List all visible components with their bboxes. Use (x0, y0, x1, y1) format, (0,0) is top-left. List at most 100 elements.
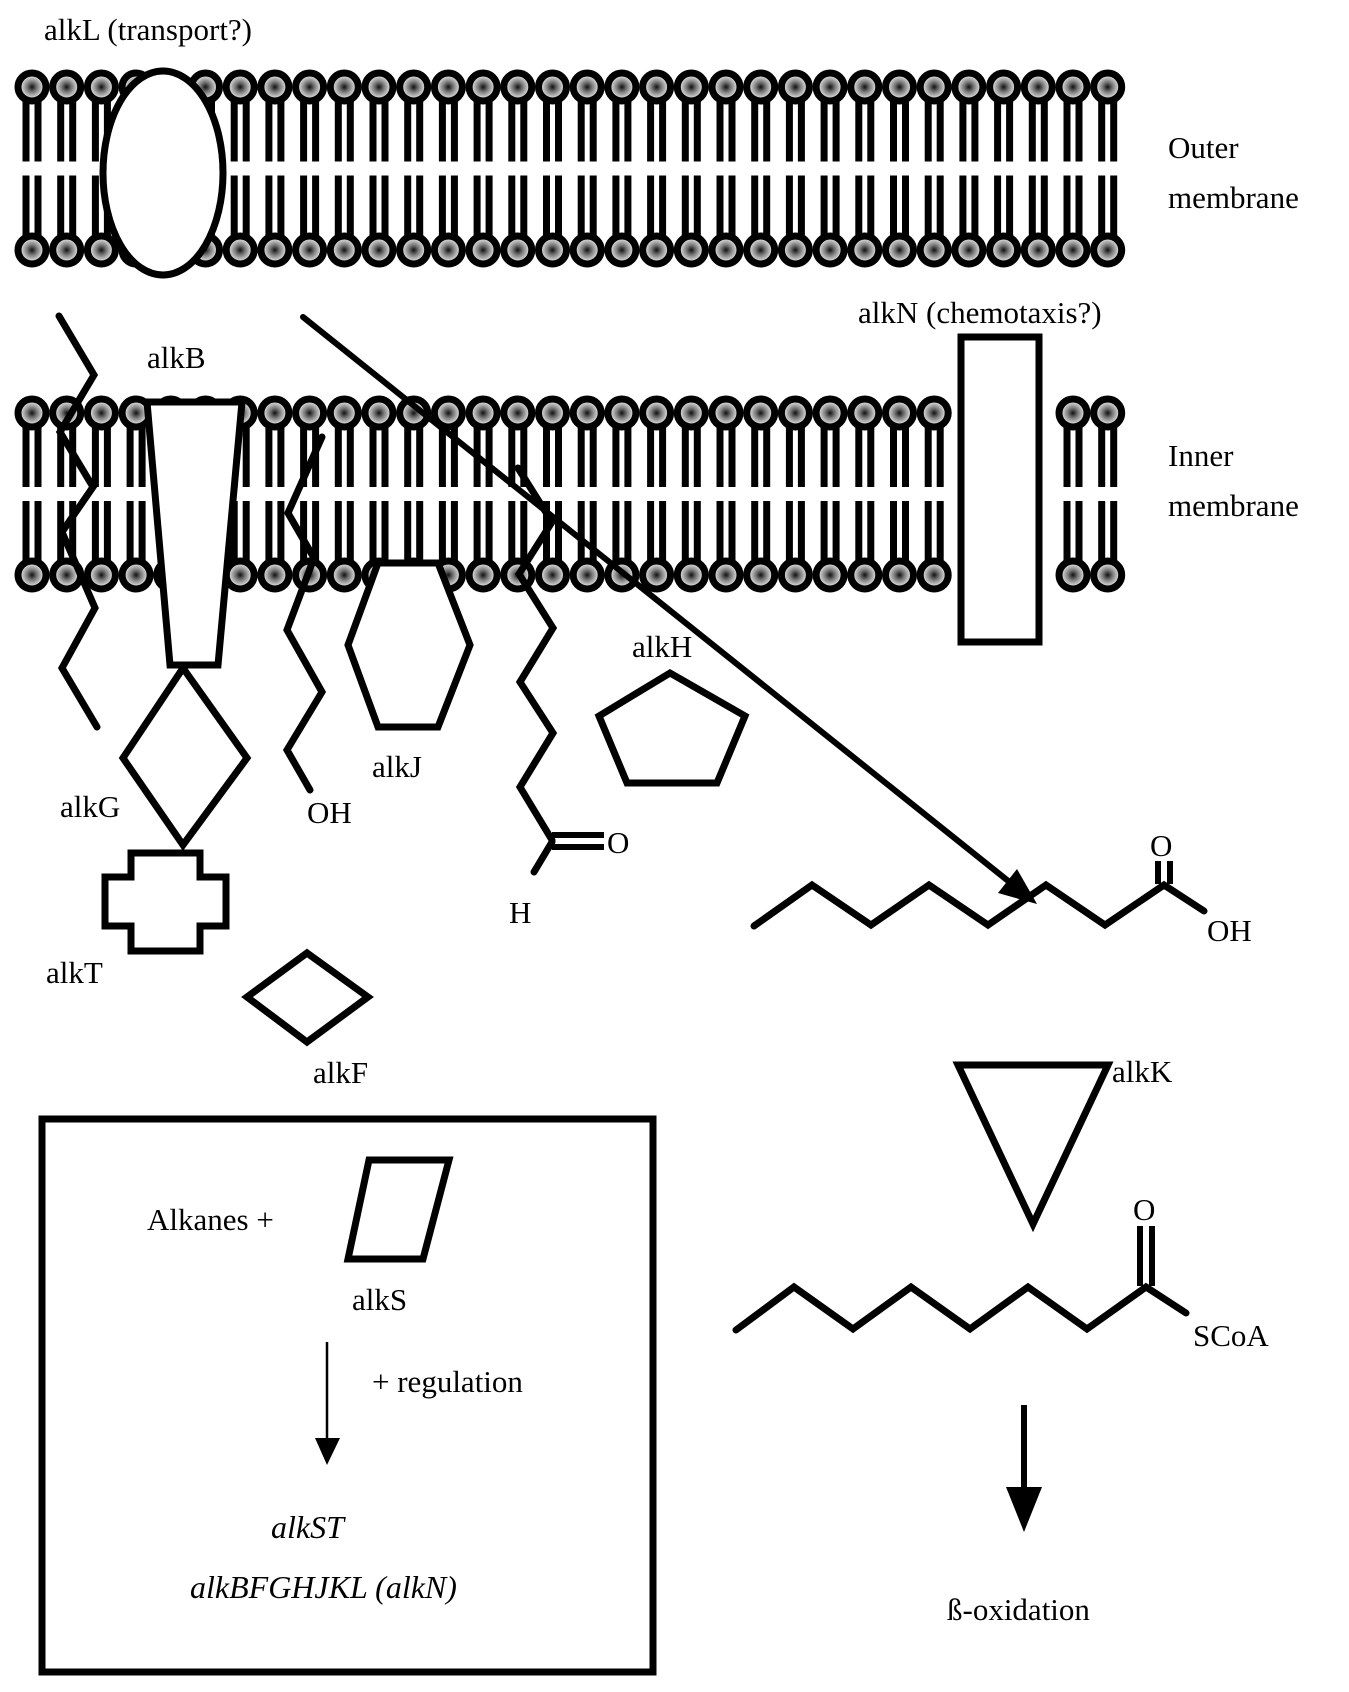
lipid-tail (902, 175, 909, 250)
lipid-head (1090, 557, 1126, 593)
lipid-tail (69, 175, 77, 250)
lipid-tail (91, 413, 99, 487)
lipid-head (222, 69, 258, 105)
lipid-head (257, 557, 293, 593)
lipid-tail (381, 501, 389, 575)
lipid-head (1090, 69, 1126, 105)
lipid-tail (277, 413, 285, 487)
lipid-tail (277, 87, 285, 162)
lipid-head (14, 69, 50, 105)
lipid-tail (485, 87, 493, 162)
lipid-tail (1075, 87, 1083, 162)
lipid-head (1055, 69, 1091, 105)
lipid-head (257, 232, 293, 268)
lipid-head (569, 557, 605, 593)
lipid-tail (346, 175, 354, 250)
regulation-label: + regulation (372, 1364, 523, 1399)
lipid-head (361, 232, 397, 268)
alkJ-label: alkJ (372, 749, 422, 784)
lipid-head (708, 395, 744, 431)
lipid-tail (543, 501, 550, 575)
lipid-tail (555, 87, 562, 162)
alkH-label: alkH (632, 629, 692, 664)
lipid-head (569, 395, 605, 431)
lipid-tail (612, 501, 620, 575)
lipid-tail (520, 413, 528, 487)
lipid-tail (334, 501, 342, 575)
lipid-tail (763, 413, 771, 487)
lipid-tail (91, 175, 99, 250)
alkN-receptor-outline (957, 333, 1043, 646)
lipid-head (14, 557, 50, 593)
lipid-tail (473, 501, 481, 575)
lipid-tail (751, 175, 759, 250)
alkanol-oh-label: OH (307, 795, 352, 830)
lipid-tail (612, 87, 620, 162)
lipid-tail (924, 87, 932, 162)
lipid-tail (647, 87, 655, 162)
lipid-tail (404, 413, 412, 487)
lipid-tail (1098, 175, 1106, 250)
lipid-tail (1110, 87, 1118, 162)
lipid-tail (57, 175, 65, 250)
lipid-tail (797, 501, 805, 575)
lipid-tail (936, 413, 944, 487)
lipid-tail (1028, 175, 1036, 250)
lipid-tail (785, 413, 793, 487)
lipid-tail (508, 175, 516, 250)
lipid-head (1020, 232, 1056, 268)
fatty-acid-chain (750, 880, 1208, 930)
lipid-tail (450, 413, 458, 487)
alkF-label: alkF (313, 1055, 368, 1090)
lipid-tail (936, 87, 944, 162)
lipid-tail (508, 413, 516, 487)
lipid-tail (751, 501, 759, 575)
alkG-label: alkG (60, 789, 120, 824)
lipid-head (292, 395, 328, 431)
lipid-tail (924, 413, 932, 487)
lipid-head (951, 69, 987, 105)
lipid-head (639, 69, 675, 105)
pathway-arrow-line (300, 314, 1015, 887)
lipid-head (777, 395, 813, 431)
lipid-tail (508, 501, 516, 575)
lipid-tail (369, 501, 377, 575)
lipid-tail (855, 501, 863, 575)
lipid-tail (681, 175, 689, 250)
lipid-tail (381, 413, 389, 487)
lipid-head (257, 395, 293, 431)
lipid-tail (230, 87, 238, 162)
alkG-rubredoxin-icon (118, 661, 252, 852)
lipid-tail (138, 501, 146, 575)
lipid-tail (508, 87, 516, 162)
lipid-tail (659, 87, 667, 162)
lipid-head (535, 557, 570, 593)
lipid-tail (450, 87, 458, 162)
lipid-head (882, 69, 917, 105)
lipid-tail (659, 501, 667, 575)
lipid-head (326, 69, 362, 105)
lipid-head (326, 232, 362, 268)
lipid-tail (91, 501, 99, 575)
lipid-tail (1040, 175, 1048, 250)
lipid-head (743, 69, 779, 105)
lipid-head (708, 232, 744, 268)
lipid-tail (751, 413, 759, 487)
lipid-tail (265, 87, 273, 162)
lipid-tail (647, 501, 655, 575)
lipid-head (916, 232, 952, 268)
lipid-tail (265, 501, 273, 575)
lipid-tail (416, 501, 424, 575)
operon-alkST-label: alkST (271, 1509, 346, 1545)
lipid-head (500, 69, 536, 105)
lipid-tail (624, 175, 632, 250)
lipid-tail (438, 413, 446, 487)
lipid-tail (902, 501, 909, 575)
lipid-head (847, 395, 883, 431)
lipid-tail (855, 87, 863, 162)
alkT-reductase-icon (101, 849, 230, 955)
lipid-tail (797, 87, 805, 162)
lipid-head (673, 232, 709, 268)
lipid-tail (612, 175, 620, 250)
lipid-tail (890, 501, 897, 575)
